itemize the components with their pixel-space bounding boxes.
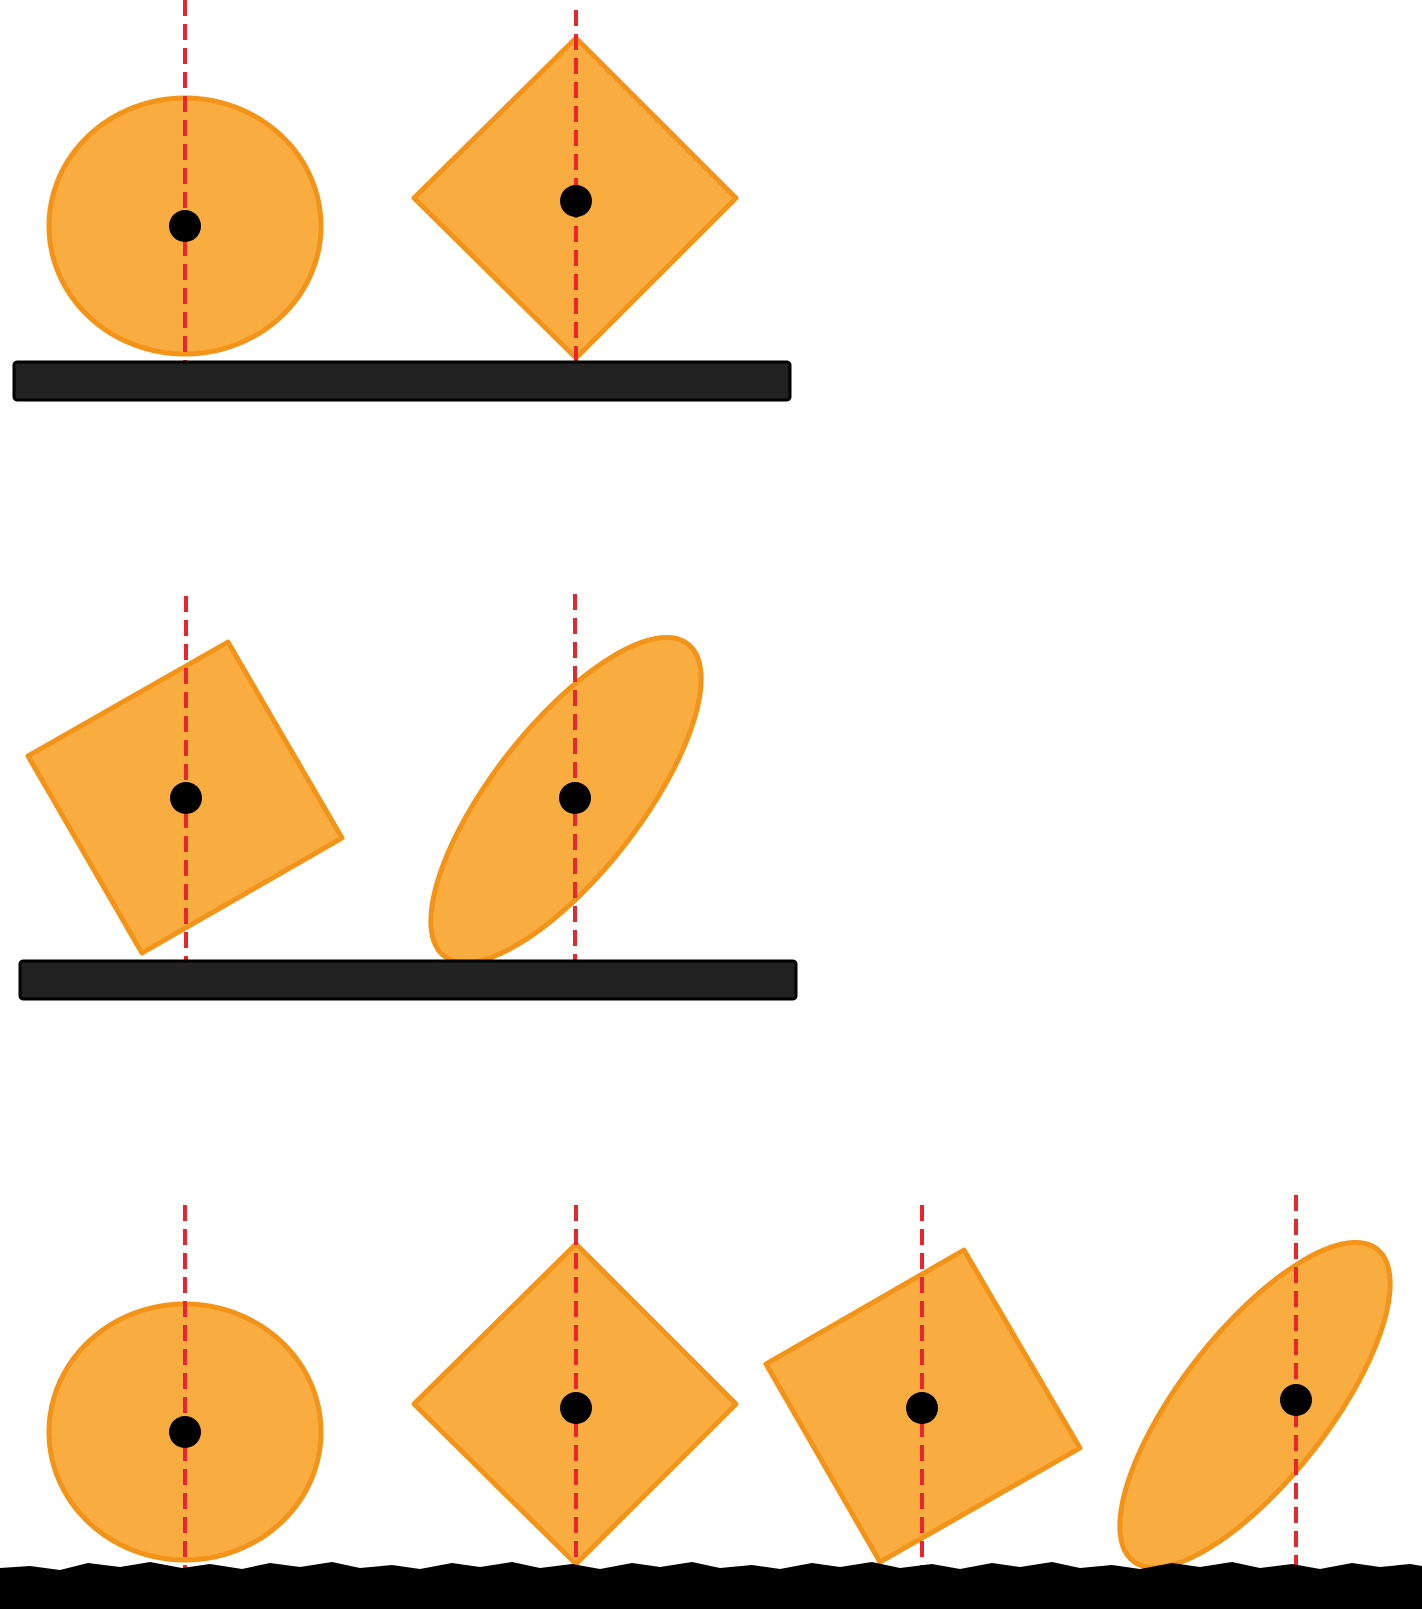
row-2-tilted-square-center <box>170 782 202 814</box>
row-2-tilted-ellipse-center <box>559 782 591 814</box>
row-1-platform <box>12 360 792 402</box>
row-1-diamond-center <box>560 185 592 217</box>
row-3 <box>0 1195 1422 1609</box>
row-1 <box>12 0 792 402</box>
row-3-tilted-square-center <box>906 1392 938 1424</box>
row-3-tilted-ellipse <box>1117 1239 1393 1571</box>
row-3-rough-ground <box>0 1562 1422 1609</box>
row-3-tilted-ellipse-center <box>1280 1384 1312 1416</box>
row-3-circle-center <box>169 1416 201 1448</box>
row-2 <box>18 594 798 1001</box>
row-1-circle-center <box>169 210 201 242</box>
row-3-diamond-center <box>560 1392 592 1424</box>
row-2-platform <box>18 959 798 1001</box>
